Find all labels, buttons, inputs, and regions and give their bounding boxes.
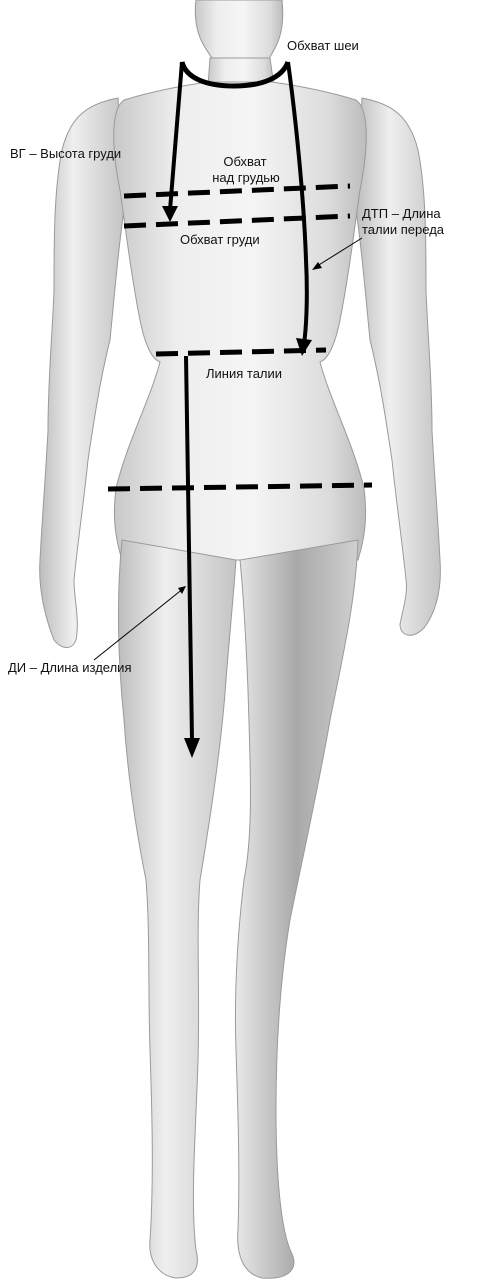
bust-circumference-label: Обхват груди (180, 232, 260, 247)
front-waist-length-label-line2: талии переда (362, 222, 444, 237)
mannequin-leg-left (118, 540, 236, 1278)
mannequin-arm-right (356, 98, 440, 635)
waist-line-label: Линия талии (206, 366, 282, 381)
neck-circumference-label: Обхват шеи (287, 38, 359, 53)
mannequin-head (195, 0, 283, 64)
mannequin-leg-right (235, 540, 358, 1278)
garment-length-label: ДИ – Длина изделия (8, 660, 131, 675)
above-bust-label-line2: над грудью (196, 170, 296, 185)
bust-height-label: ВГ – Высота груди (10, 146, 121, 161)
front-waist-length-label-line1: ДТП – Длина (362, 206, 441, 221)
above-bust-label-line1: Обхват (210, 154, 280, 169)
mannequin-arm-left (40, 98, 124, 648)
